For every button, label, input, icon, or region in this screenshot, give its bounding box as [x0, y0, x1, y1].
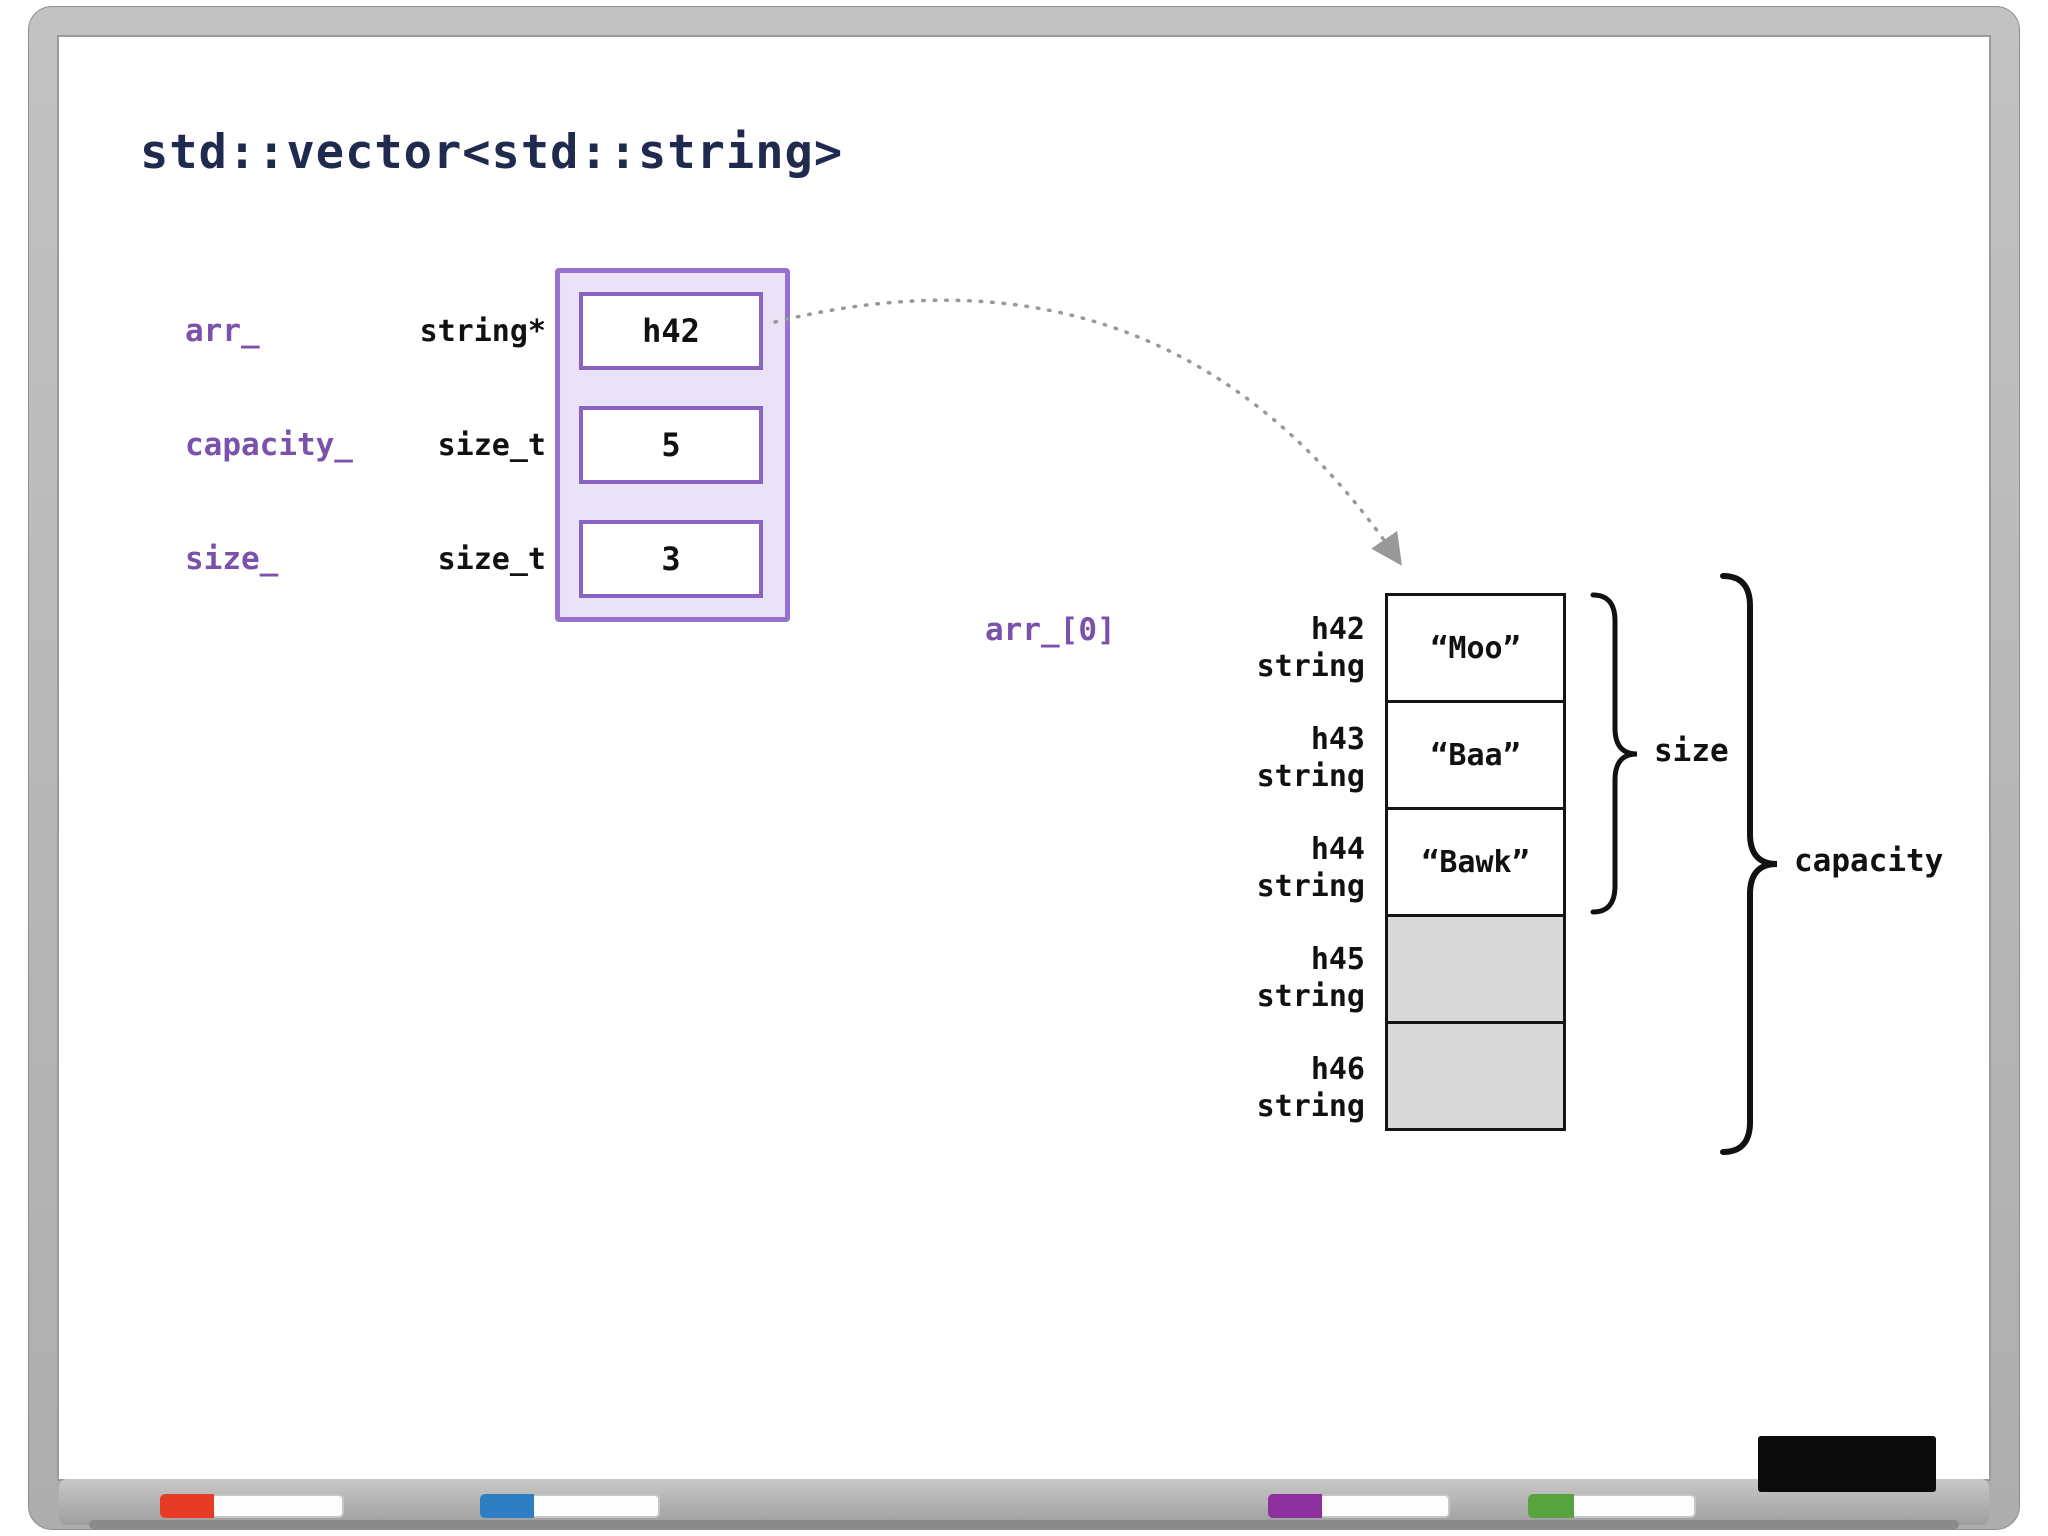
field-name-arr: arr_	[185, 313, 260, 349]
field-type-size: size_t	[437, 541, 546, 577]
cell-address: h45	[1310, 942, 1365, 977]
field-value-size: 3	[579, 520, 763, 598]
field-name-size: size_	[185, 541, 279, 577]
cell-type: string	[1256, 1089, 1365, 1124]
heap-cell-label: h44 string	[1120, 813, 1365, 923]
field-type-arr: string*	[419, 313, 546, 349]
red-marker	[160, 1494, 344, 1518]
field-name-capacity: capacity_	[185, 427, 353, 463]
cell-address: h43	[1310, 722, 1365, 757]
heap-cell: “Bawk”	[1385, 807, 1566, 917]
green-marker-body	[1574, 1494, 1696, 1518]
cell-type: string	[1256, 979, 1365, 1014]
field-type-capacity: size_t	[437, 427, 546, 463]
red-marker-body	[214, 1494, 344, 1518]
field-value-capacity: 5	[579, 406, 763, 484]
array-index-label: arr_[0]	[985, 612, 1116, 648]
heap-cell-label: h42 string	[1120, 593, 1365, 703]
capacity-brace-label: capacity	[1794, 843, 1944, 879]
whiteboard-surface	[57, 35, 1991, 1481]
heap-array: “Moo” “Baa” “Bawk”	[1385, 593, 1566, 1131]
green-marker-cap	[1528, 1494, 1574, 1518]
marker-tray	[59, 1479, 1989, 1525]
blue-marker-cap	[480, 1494, 534, 1518]
purple-marker-body	[1322, 1494, 1450, 1518]
heap-cell-empty	[1385, 914, 1566, 1024]
red-marker-cap	[160, 1494, 214, 1518]
purple-marker	[1268, 1494, 1450, 1518]
tray-shadow	[89, 1520, 1959, 1529]
cell-address: h46	[1310, 1052, 1365, 1087]
cell-address: h42	[1310, 612, 1365, 647]
heap-cell-label: h46 string	[1120, 1033, 1365, 1143]
purple-marker-cap	[1268, 1494, 1322, 1518]
blue-marker	[480, 1494, 660, 1518]
cell-type: string	[1256, 759, 1365, 794]
heap-cell: “Moo”	[1385, 593, 1566, 703]
cell-address: h44	[1310, 832, 1365, 867]
field-value-arr: h42	[579, 292, 763, 370]
heap-cell-empty	[1385, 1021, 1566, 1131]
cell-type: string	[1256, 649, 1365, 684]
eraser	[1758, 1436, 1936, 1492]
diagram-title: std::vector<std::string>	[140, 125, 844, 180]
size-brace-label: size	[1654, 733, 1729, 769]
heap-cell-labels: h42 string h43 string h44 string h45 str…	[1120, 593, 1365, 1143]
green-marker	[1528, 1494, 1696, 1518]
cell-type: string	[1256, 869, 1365, 904]
heap-cell: “Baa”	[1385, 700, 1566, 810]
heap-cell-label: h43 string	[1120, 703, 1365, 813]
heap-cell-label: h45 string	[1120, 923, 1365, 1033]
blue-marker-body	[534, 1494, 660, 1518]
